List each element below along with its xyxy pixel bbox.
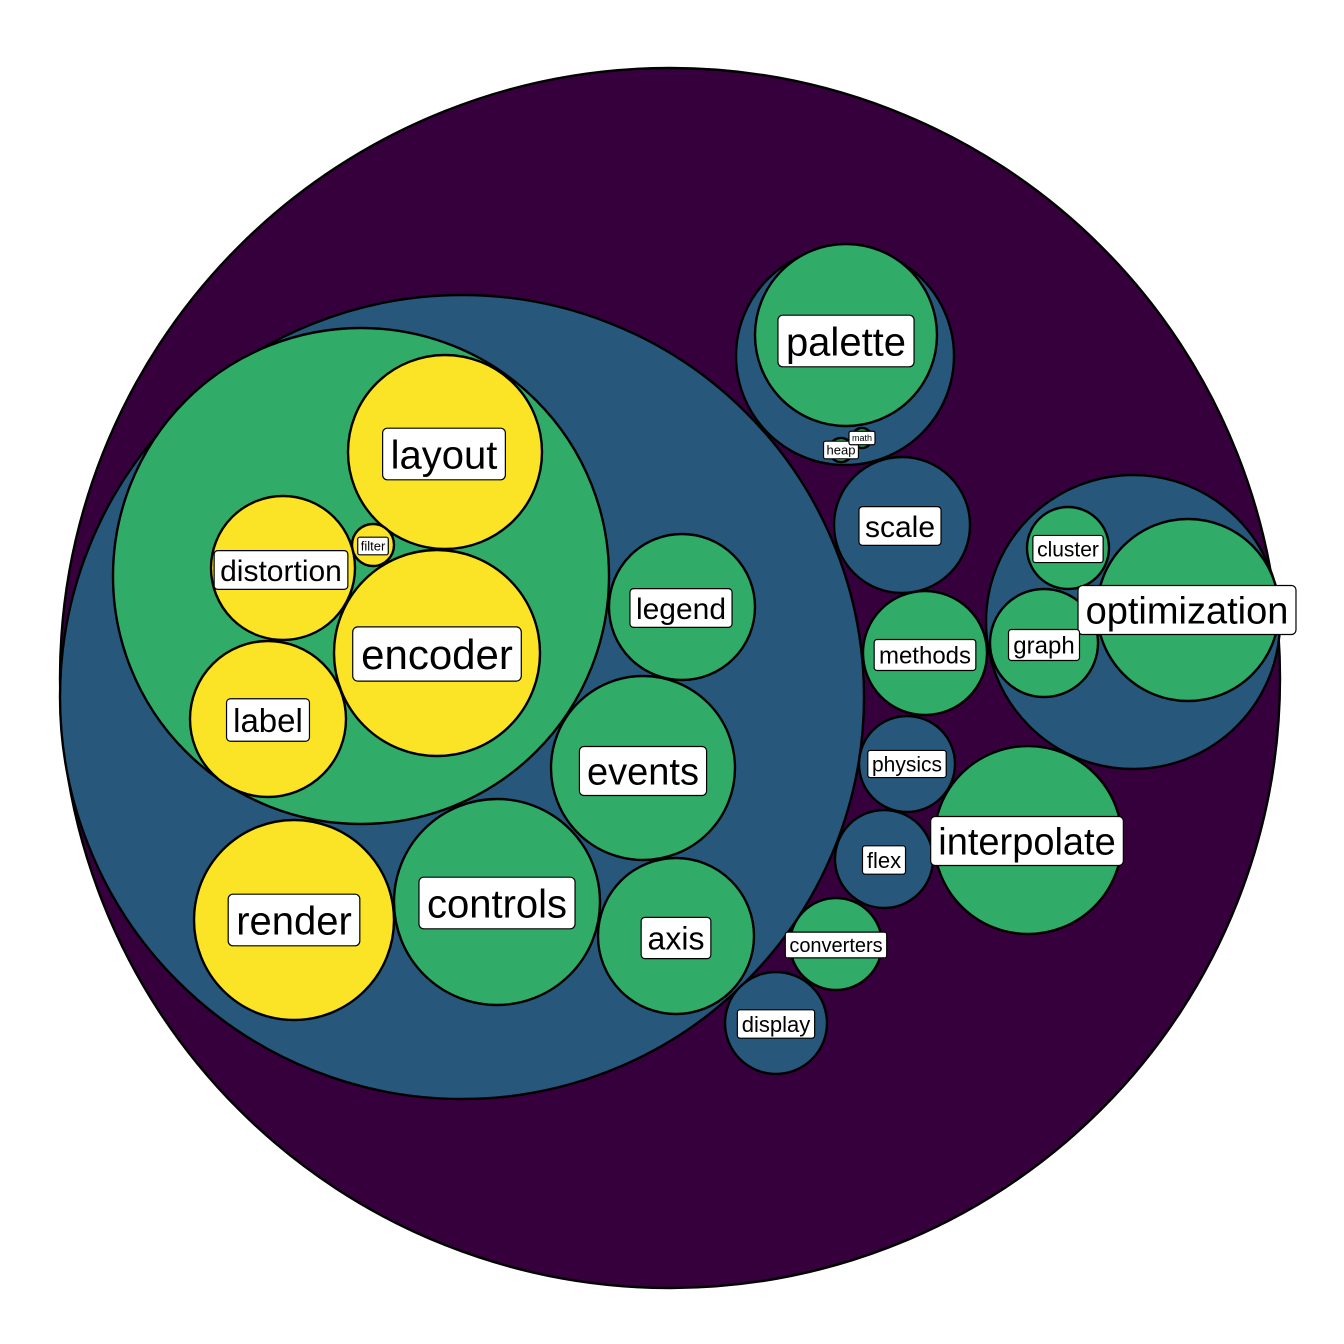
- label-interpolate: interpolate: [930, 815, 1124, 867]
- label-text-filter: filter: [361, 539, 386, 554]
- label-text-events: events: [587, 752, 699, 794]
- label-text-legend: legend: [636, 593, 726, 626]
- label-text-controls: controls: [427, 882, 567, 926]
- label-flex: flex: [861, 845, 907, 875]
- label-physics: physics: [867, 749, 947, 779]
- label-text-converters: converters: [789, 935, 882, 957]
- label-render: render: [227, 893, 361, 947]
- label-box-layout: [382, 427, 506, 481]
- label-text-layout: layout: [391, 433, 498, 477]
- label-box-palette: [777, 314, 915, 368]
- label-layout: layout: [382, 427, 506, 481]
- label-encoder: encoder: [352, 626, 522, 682]
- label-text-display: display: [742, 1012, 810, 1037]
- label-scale: scale: [858, 506, 942, 546]
- label-palette: palette: [777, 314, 915, 368]
- label-box-physics: [867, 749, 947, 779]
- label-box-display: [736, 1009, 816, 1039]
- label-box-interpolate: [930, 815, 1124, 867]
- label-text-physics: physics: [872, 754, 942, 777]
- label-controls: controls: [418, 876, 576, 930]
- label-axis: axis: [640, 916, 712, 960]
- label-text-render: render: [236, 899, 352, 943]
- label-box-events: [578, 745, 708, 797]
- label-math: math: [848, 430, 876, 446]
- label-converters: converters: [784, 931, 888, 959]
- label-events: events: [578, 745, 708, 797]
- label-text-cluster: cluster: [1037, 539, 1099, 562]
- label-box-scale: [858, 506, 942, 546]
- label-heap: heap: [822, 440, 860, 460]
- label-box-render: [227, 893, 361, 947]
- label-box-cluster: [1032, 534, 1104, 564]
- label-box-math: [848, 430, 876, 446]
- label-text-encoder: encoder: [361, 631, 513, 678]
- label-box-encoder: [352, 626, 522, 682]
- label-text-methods: methods: [879, 643, 971, 670]
- label-box-graph: [1007, 628, 1081, 662]
- label-box-legend: [629, 588, 733, 628]
- label-text-optimization: optimization: [1086, 591, 1289, 633]
- label-graph: graph: [1007, 628, 1081, 662]
- label-box-optimization: [1077, 584, 1297, 636]
- label-box-axis: [640, 916, 712, 960]
- label-display: display: [736, 1009, 816, 1039]
- label-box-heap: [822, 440, 860, 460]
- label-box-controls: [418, 876, 576, 930]
- label-filter: filter: [357, 536, 389, 556]
- label-box-methods: [873, 638, 977, 672]
- label-text-palette: palette: [786, 320, 906, 364]
- label-text-heap: heap: [827, 443, 856, 458]
- label-box-filter: [357, 536, 389, 556]
- label-text-graph: graph: [1013, 633, 1074, 660]
- label-text-math: math: [852, 433, 872, 443]
- label-box-distortion: [213, 550, 349, 590]
- label-text-label: label: [233, 702, 303, 739]
- label-label: label: [225, 698, 311, 742]
- label-box-label: [225, 698, 311, 742]
- label-text-scale: scale: [865, 511, 935, 544]
- label-text-interpolate: interpolate: [938, 822, 1115, 864]
- label-box-flex: [861, 845, 907, 875]
- label-cluster: cluster: [1032, 534, 1104, 564]
- label-text-distortion: distortion: [220, 555, 342, 588]
- label-distortion: distortion: [213, 550, 349, 590]
- label-optimization: optimization: [1077, 584, 1297, 636]
- label-text-flex: flex: [867, 848, 901, 873]
- label-box-converters: [784, 931, 888, 959]
- label-text-axis: axis: [648, 921, 705, 957]
- label-legend: legend: [629, 588, 733, 628]
- label-methods: methods: [873, 638, 977, 672]
